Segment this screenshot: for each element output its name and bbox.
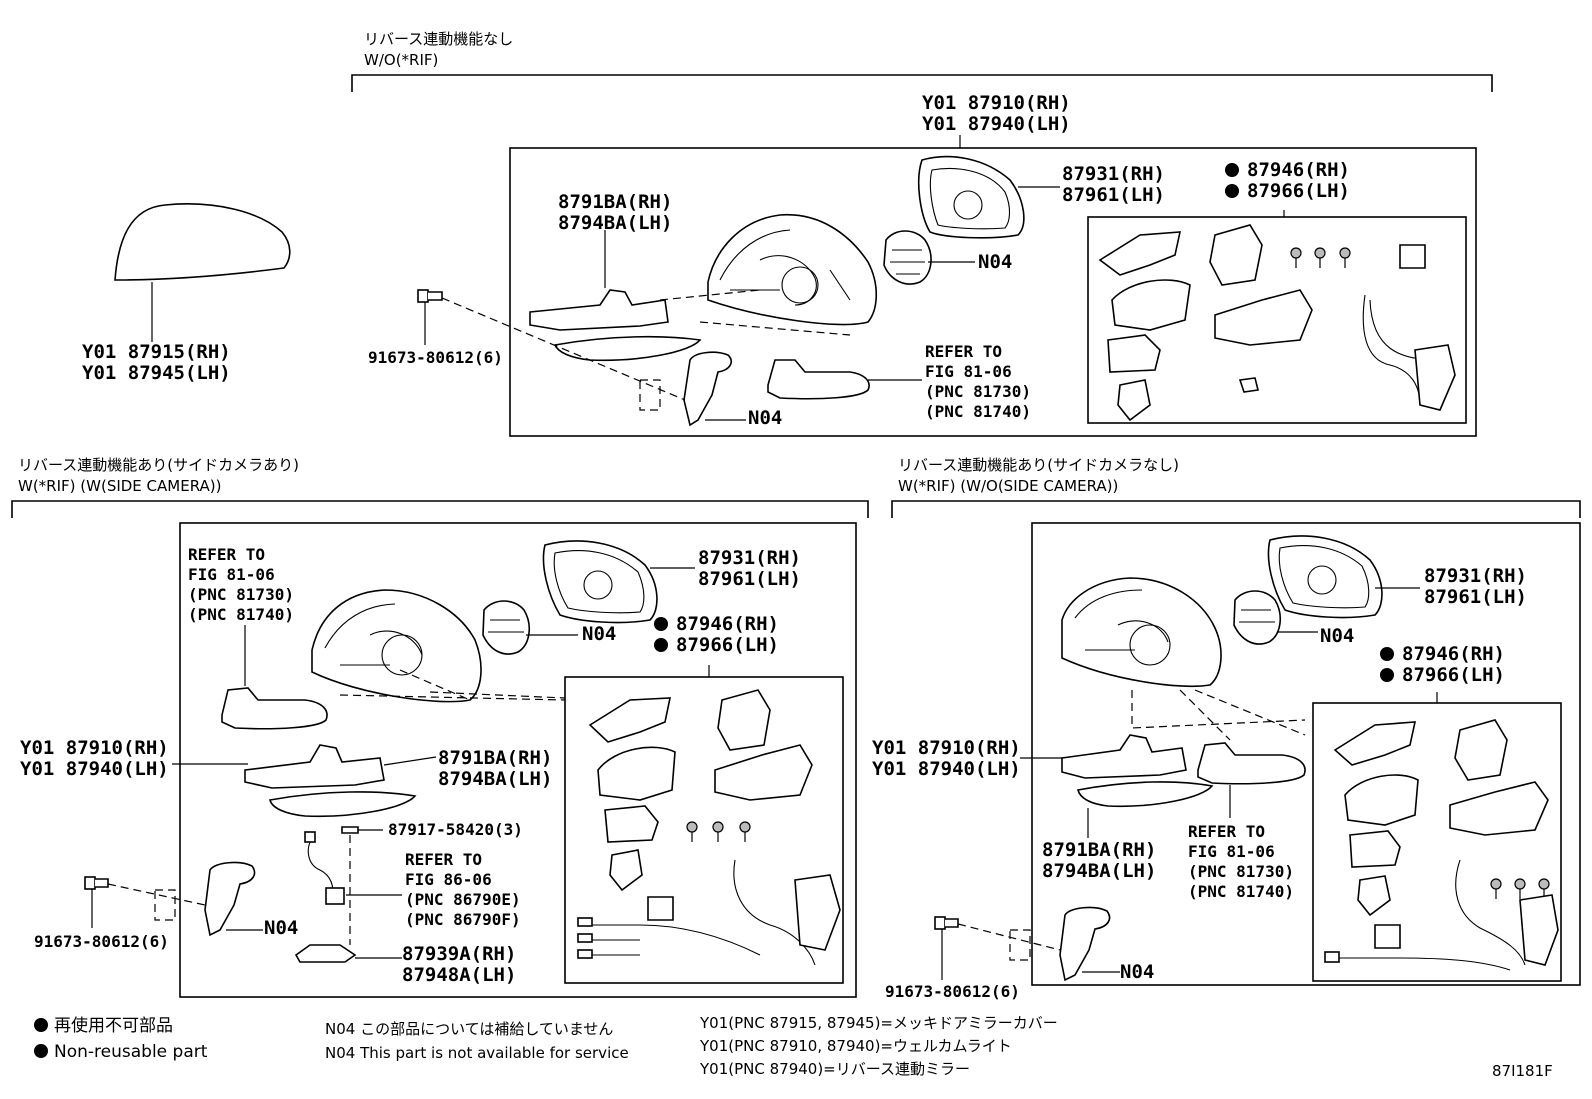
right-dashed-guides xyxy=(1131,689,1306,741)
label-left-motor[interactable]: 87946(RH) 87966(LH) xyxy=(654,614,779,656)
label-right-n04-bracket[interactable]: N04 xyxy=(1120,961,1155,983)
legend-y01-reverse-mirror: Y01(PNC 87940)=リバース連動ミラー xyxy=(700,1060,970,1078)
left-bracket-n04 xyxy=(204,861,263,937)
nonreusable-dot-icon xyxy=(34,1044,48,1058)
label-right-n04-actuator[interactable]: N04 xyxy=(1320,625,1355,647)
left-bolt xyxy=(341,826,383,945)
nonreusable-dot-icon xyxy=(34,1018,48,1032)
right-motor-parts xyxy=(1324,719,1559,971)
right-base-bracket xyxy=(1020,734,1214,838)
label-right-screw[interactable]: 91673-80612(6) xyxy=(885,982,1020,1001)
top-motor-subbox xyxy=(1087,216,1467,424)
section-bracket-left xyxy=(11,500,869,518)
section-title-right-jp: リバース連動機能あり(サイドカメラなし) xyxy=(898,456,1179,474)
left-side-camera xyxy=(294,944,402,963)
top-mirror-glass xyxy=(917,155,1060,239)
label-right-motor[interactable]: 87946(RH) 87966(LH) xyxy=(1380,644,1505,686)
top-mirror-housing xyxy=(707,214,878,326)
right-welcome-light xyxy=(1197,742,1306,818)
nonreusable-dot-icon xyxy=(1380,668,1394,682)
left-welcome-light xyxy=(221,625,328,730)
nonreusable-dot-icon xyxy=(654,638,668,652)
left-mirror-housing xyxy=(311,589,482,703)
right-assembly-box xyxy=(1031,522,1581,986)
section-title-left-jp: リバース連動機能あり(サイドカメラあり) xyxy=(18,456,299,474)
section-title-right-en: W(*RIF) (W/O(SIDE CAMERA)) xyxy=(898,477,1119,495)
section-bracket-right xyxy=(891,500,1581,518)
left-mirror-glass xyxy=(542,540,695,624)
left-screw xyxy=(84,876,206,928)
nonreusable-dot-icon xyxy=(1225,184,1239,198)
label-top-screw[interactable]: 91673-80612(6) xyxy=(368,348,503,367)
label-left-refer-camera[interactable]: REFER TO FIG 86-06 (PNC 86790E) (PNC 867… xyxy=(405,850,521,929)
right-actuator xyxy=(1233,590,1318,645)
label-left-screw[interactable]: 91673-80612(6) xyxy=(34,932,169,951)
label-top-n04-bracket[interactable]: N04 xyxy=(748,407,783,429)
legend-y01-cover: Y01(PNC 87915, 87945)=メッキドアミラーカバー xyxy=(700,1014,1058,1032)
section-title-left-en: W(*RIF) (W(SIDE CAMERA)) xyxy=(18,477,222,495)
left-motor-parts xyxy=(577,689,841,966)
left-dashed-guides xyxy=(339,669,566,701)
label-right-glass[interactable]: 87931(RH) 87961(LH) xyxy=(1424,565,1527,608)
figure-code: 87I181F xyxy=(1492,1062,1553,1080)
right-mirror-housing xyxy=(1061,577,1222,688)
legend-y01-welcome-light: Y01(PNC 87910, 87940)=ウェルカムライト xyxy=(700,1037,1012,1055)
top-bracket-n04 xyxy=(683,351,746,427)
label-left-mirror-assy[interactable]: Y01 87910(RH) Y01 87940(LH) xyxy=(20,737,169,780)
label-mirror-cover[interactable]: Y01 87915(RH) Y01 87945(LH) xyxy=(82,341,231,384)
nonreusable-dot-icon xyxy=(1225,163,1239,177)
mirror-cover-illustration xyxy=(114,203,291,342)
section-title-top-jp: リバース連動機能なし xyxy=(364,30,514,48)
left-motor-subbox xyxy=(564,676,844,984)
label-top-n04-actuator[interactable]: N04 xyxy=(978,251,1013,273)
right-bracket-n04 xyxy=(1059,906,1120,982)
legend-n04-jp: N04 この部品については補給していません xyxy=(325,1020,614,1038)
label-left-n04-bracket[interactable]: N04 xyxy=(264,917,299,939)
label-top-base[interactable]: 8791BA(RH) 8794BA(LH) xyxy=(558,191,673,234)
nonreusable-dot-icon xyxy=(1380,647,1394,661)
section-bracket-top xyxy=(351,74,1493,92)
top-actuator xyxy=(883,230,975,285)
top-dashed-guides xyxy=(441,289,851,411)
label-left-n04-actuator[interactable]: N04 xyxy=(582,623,617,645)
top-base-bracket xyxy=(529,230,702,362)
label-top-refer[interactable]: REFER TO FIG 81-06 (PNC 81730) (PNC 8174… xyxy=(925,342,1031,421)
left-base-bracket xyxy=(172,744,437,818)
top-assembly-box xyxy=(509,147,1477,437)
left-camera-harness xyxy=(304,831,402,905)
top-screw xyxy=(417,289,443,345)
left-actuator xyxy=(482,600,578,655)
right-screw xyxy=(934,916,1061,980)
left-assembly-box xyxy=(179,522,857,998)
label-right-mirror-assy[interactable]: Y01 87910(RH) Y01 87940(LH) xyxy=(872,737,1021,780)
label-left-glass[interactable]: 87931(RH) 87961(LH) xyxy=(698,547,801,590)
label-right-refer[interactable]: REFER TO FIG 81-06 (PNC 81730) (PNC 8174… xyxy=(1188,822,1294,901)
label-top-glass[interactable]: 87931(RH) 87961(LH) xyxy=(1062,163,1165,206)
legend-nonreusable-en: Non-reusable part xyxy=(34,1040,207,1064)
nonreusable-dot-icon xyxy=(654,617,668,631)
label-right-base[interactable]: 8791BA(RH) 8794BA(LH) xyxy=(1042,839,1157,882)
label-left-side-camera[interactable]: 87939A(RH) 87948A(LH) xyxy=(402,943,517,986)
top-welcome-light xyxy=(767,359,922,400)
legend-n04-en: N04 This part is not available for servi… xyxy=(325,1044,629,1062)
label-left-bolt[interactable]: 87917-58420(3) xyxy=(388,820,523,839)
label-left-refer[interactable]: REFER TO FIG 81-06 (PNC 81730) (PNC 8174… xyxy=(188,545,294,624)
label-top-motor[interactable]: 87946(RH) 87966(LH) xyxy=(1225,160,1350,202)
top-motor-parts xyxy=(1098,224,1456,422)
right-mirror-glass xyxy=(1267,535,1420,619)
label-top-mirror-assy[interactable]: Y01 87910(RH) Y01 87940(LH) xyxy=(922,92,1071,135)
section-title-top-en: W/O(*RIF) xyxy=(364,51,439,69)
label-left-base[interactable]: 8791BA(RH) 8794BA(LH) xyxy=(438,747,553,790)
legend-nonreusable-jp: 再使用不可部品 xyxy=(34,1014,173,1038)
